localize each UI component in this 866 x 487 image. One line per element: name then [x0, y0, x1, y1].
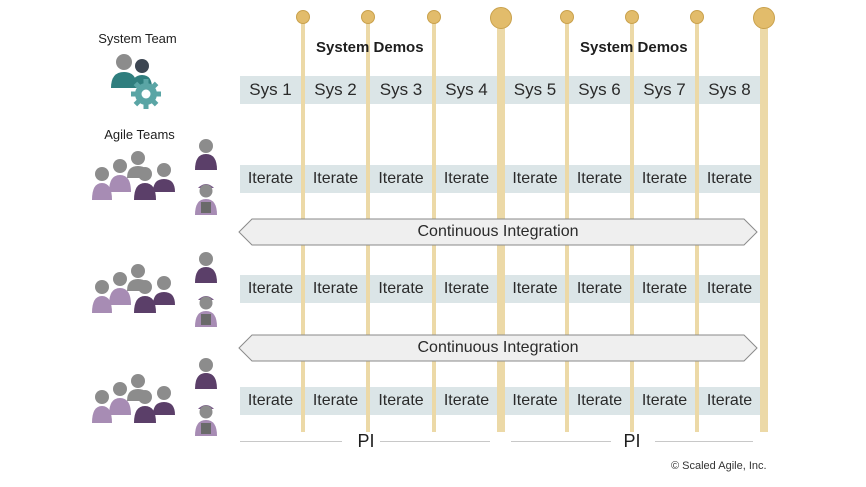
iterate-cell: Iterate	[305, 165, 366, 193]
pi-marker	[490, 7, 512, 29]
iterate-cell: Iterate	[505, 275, 565, 303]
scrum-master-icon	[193, 293, 219, 329]
agile-team-group-icon	[90, 263, 180, 317]
system-demos-label: System Demos	[316, 39, 424, 56]
sys-cell: Sys 1	[240, 76, 301, 104]
iterate-cell: Iterate	[569, 165, 630, 193]
iterate-cell: Iterate	[370, 275, 432, 303]
iterate-cell: Iterate	[305, 387, 366, 415]
iterate-cell: Iterate	[569, 275, 630, 303]
iterate-cell: Iterate	[436, 275, 497, 303]
iteration-marker	[427, 10, 441, 24]
iterate-cell: Iterate	[634, 387, 695, 415]
iterate-cell: Iterate	[505, 165, 565, 193]
product-owner-icon	[193, 138, 219, 172]
iterate-cell: Iterate	[505, 387, 565, 415]
pi-marker	[753, 7, 775, 29]
product-owner-icon	[193, 357, 219, 391]
iteration-marker	[690, 10, 704, 24]
product-owner-icon	[193, 251, 219, 285]
iterate-cell: Iterate	[240, 387, 301, 415]
iterate-cell: Iterate	[436, 165, 497, 193]
pi-label: PI	[623, 431, 641, 451]
continuous-integration-arrow: Continuous Integration	[238, 218, 758, 246]
iterate-cell: Iterate	[699, 165, 760, 193]
iterate-cell: Iterate	[240, 275, 301, 303]
iterate-cell: Iterate	[699, 275, 760, 303]
sys-cell: Sys 7	[634, 76, 695, 104]
iteration-marker	[361, 10, 375, 24]
sys-cell: Sys 3	[370, 76, 432, 104]
sys-cell: Sys 4	[436, 76, 497, 104]
scrum-master-icon	[193, 181, 219, 217]
pi-span-line	[655, 441, 753, 442]
continuous-integration-label: Continuous Integration	[417, 223, 579, 240]
continuous-integration-label: Continuous Integration	[417, 339, 579, 356]
iterate-cell: Iterate	[634, 165, 695, 193]
agile-team-group-icon	[90, 150, 180, 204]
pi-span-line	[511, 441, 611, 442]
agile-teams-label: Agile Teams	[104, 127, 175, 142]
pi-span-line	[240, 441, 342, 442]
iterate-cell: Iterate	[370, 387, 432, 415]
sys-cell: Sys 6	[569, 76, 630, 104]
continuous-integration-arrow: Continuous Integration	[238, 334, 758, 362]
system-demos-label: System Demos	[580, 39, 688, 56]
iterate-cell: Iterate	[436, 387, 497, 415]
agile-team-group-icon	[90, 373, 180, 427]
iteration-marker	[296, 10, 310, 24]
iteration-marker	[560, 10, 574, 24]
iterate-cell: Iterate	[569, 387, 630, 415]
pi-label: PI	[357, 431, 375, 451]
iterate-cell: Iterate	[240, 165, 301, 193]
sys-cell: Sys 8	[699, 76, 760, 104]
sys-cell: Sys 5	[505, 76, 565, 104]
system-team-icon	[108, 52, 164, 110]
iterate-cell: Iterate	[634, 275, 695, 303]
iteration-marker	[625, 10, 639, 24]
iterate-cell: Iterate	[370, 165, 432, 193]
pi-boundary-line	[760, 20, 768, 432]
iterate-cell: Iterate	[699, 387, 760, 415]
scrum-master-icon	[193, 402, 219, 438]
iterate-cell: Iterate	[305, 275, 366, 303]
copyright-notice: © Scaled Agile, Inc.	[671, 460, 767, 472]
sys-cell: Sys 2	[305, 76, 366, 104]
system-team-label: System Team	[98, 31, 177, 46]
pi-span-line	[380, 441, 490, 442]
